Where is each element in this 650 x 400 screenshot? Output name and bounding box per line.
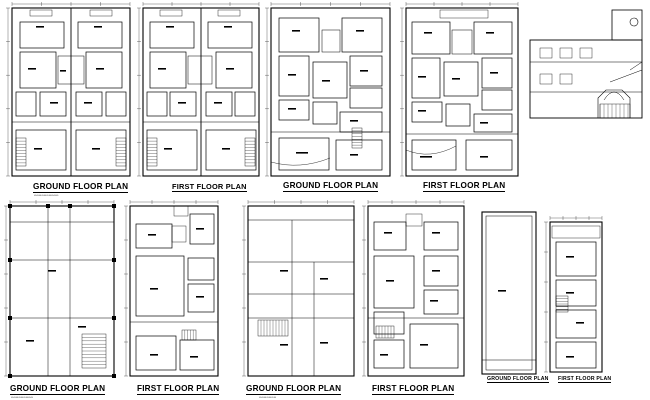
plan-subcaption-1: ▭▭▭▭▭▭▭▭▭▭: [34, 194, 59, 197]
plan-4-first-floor: [400, 2, 519, 177]
plan-5-elevation: [529, 9, 643, 119]
plan-2-first-floor: [137, 2, 260, 177]
plan-3-ground-floor: [265, 2, 391, 177]
plan-11-first-floor: [544, 216, 603, 373]
plan-title-1: GROUND FLOOR PLAN: [33, 182, 129, 193]
plan-title-7: GROUND FLOOR PLAN: [246, 384, 342, 395]
plan-10-ground-floor: [481, 211, 537, 375]
plan-6-ground-floor: [4, 200, 116, 378]
plan-7-first-floor: [124, 200, 219, 377]
plan-9-first-floor: [362, 200, 465, 377]
plan-title-4: FIRST FLOOR PLAN: [423, 181, 506, 192]
plan-subcaption-5: ▭▭▭▭▭▭▭▭▭: [11, 396, 34, 399]
plan-title-8: FIRST FLOOR PLAN: [372, 384, 455, 395]
plan-subcaption-7: ▭▭▭▭▭▭▭: [259, 396, 277, 399]
plan-title-10: FIRST FLOOR PLAN: [558, 376, 612, 384]
plan-title-3: GROUND FLOOR PLAN: [283, 181, 379, 192]
plan-title-2: FIRST FLOOR PLAN: [172, 182, 247, 192]
plan-title-6: FIRST FLOOR PLAN: [137, 384, 220, 395]
plan-title-5: GROUND FLOOR PLAN: [10, 384, 106, 395]
plan-8-ground-floor: [242, 200, 355, 377]
plan-title-9: GROUND FLOOR PLAN: [487, 376, 549, 384]
plan-1-ground-floor: [6, 2, 131, 177]
